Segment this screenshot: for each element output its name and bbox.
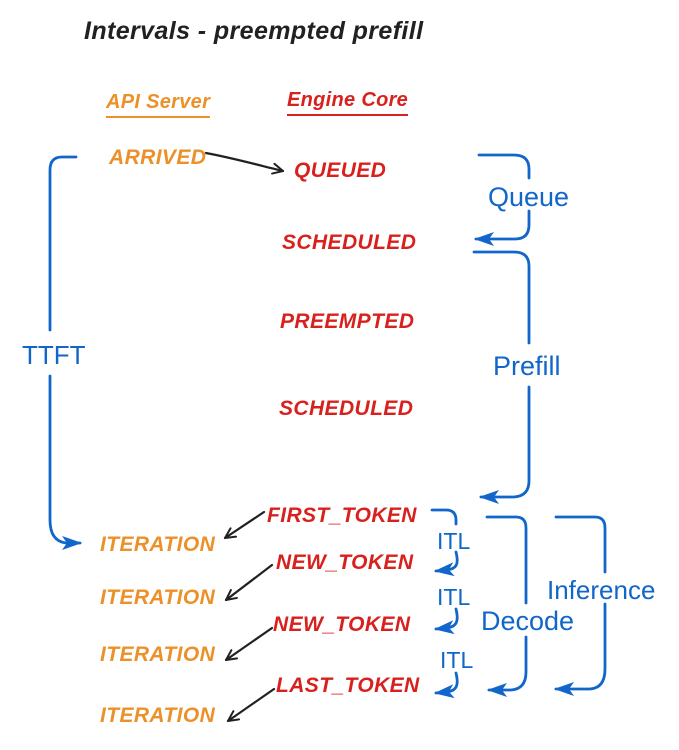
event-new-token-2: NEW_TOKEN [273,613,411,636]
event-scheduled-1: SCHEDULED [282,231,417,254]
interval-label-decode: Decode [481,606,575,636]
interval-label-prefill: Prefill [493,351,561,381]
api-server-column-header: API Server [106,91,211,118]
event-preempted: PREEMPTED [280,310,415,333]
arrow-last-token-to-iteration-4 [226,687,276,723]
interval-label-inference: Inference [547,575,656,605]
itl-bracket-3 [434,671,459,699]
event-iteration-2: ITERATION [100,586,216,609]
queue-bracket [474,153,531,246]
interval-label-queue: Queue [488,182,570,212]
event-first-token: FIRST_TOKEN [267,504,417,527]
interval-label-itl-3: ITL [440,647,474,673]
arrow-first-token-to-iteration-1 [223,510,266,540]
event-queued: QUEUED [294,159,387,182]
event-arrived: ARRIVED [109,146,207,169]
event-iteration-3: ITERATION [100,643,216,666]
diagram-title: Intervals - preempted prefill [84,17,424,45]
itl-bracket-2 [434,607,459,635]
event-new-token-1: NEW_TOKEN [276,551,414,574]
arrow-new-token-1-to-iteration-2 [224,563,274,602]
arrow-arrived-to-queued [204,151,285,175]
decode-bracket [485,515,528,697]
inference-bracket [554,515,607,696]
interval-label-ttft: TTFT [22,340,86,370]
prefill-bracket [472,250,531,504]
interval-label-itl-1: ITL [437,528,471,554]
event-iteration-4: ITERATION [100,704,216,727]
event-iteration-1: ITERATION [100,533,216,556]
event-last-token: LAST_TOKEN [276,674,420,697]
ttft-bracket [48,155,82,550]
interval-label-itl-2: ITL [437,584,471,610]
event-scheduled-2: SCHEDULED [279,397,414,420]
itl-bracket-1 [430,508,459,577]
arrow-new-token-2-to-iteration-3 [224,626,274,662]
engine-core-column-header: Engine Core [287,89,409,116]
